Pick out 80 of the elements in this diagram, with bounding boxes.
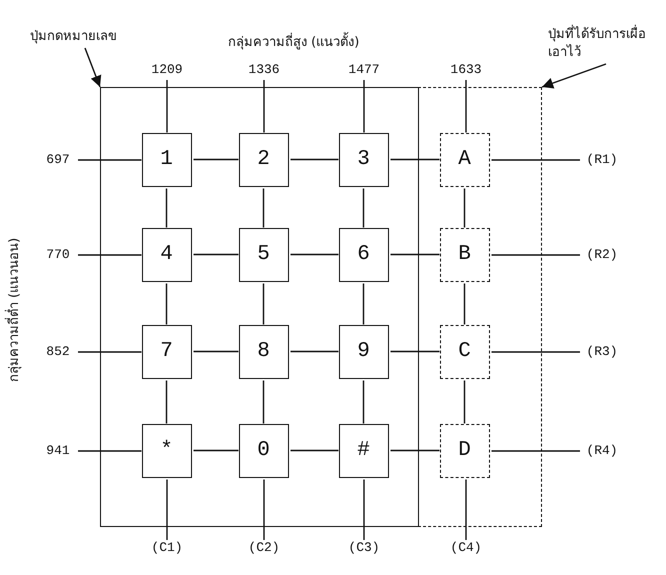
keypad-frame (100, 87, 419, 527)
reserved-key: A (440, 132, 490, 186)
frequency-label: 697 (40, 152, 76, 168)
connector-line (362, 284, 364, 324)
connector-line (290, 158, 338, 160)
connector-line (166, 188, 168, 228)
connector-line (492, 254, 580, 256)
connector-line (263, 480, 265, 540)
connector-line (390, 254, 440, 256)
leader-arrow (84, 48, 102, 88)
keypad-key: 3 (338, 132, 388, 186)
frequency-label: 1633 (444, 62, 488, 78)
connector-line (362, 188, 364, 228)
connector-line (492, 450, 580, 452)
connector-line (362, 380, 364, 424)
connector-line (465, 80, 467, 132)
reserved-key: C (440, 324, 490, 378)
line-label: (R1) (580, 152, 624, 168)
reserved-keys-frame (418, 87, 542, 527)
leader-arrow (542, 63, 606, 88)
connector-line (78, 450, 142, 452)
callout-text: ปุ่มที่ได้รับการเผื่อเอาไว้ (548, 26, 664, 62)
connector-line (194, 158, 238, 160)
axis-heading: กลุ่มความถี่ต่ำ (แนวนอน) (6, 238, 24, 382)
connector-line (492, 159, 580, 161)
connector-line (290, 450, 338, 452)
connector-line (464, 188, 466, 228)
connector-line (464, 380, 466, 424)
keypad-key: 1 (142, 132, 192, 186)
connector-line (290, 350, 338, 352)
connector-line (78, 159, 142, 161)
connector-line (290, 254, 338, 256)
connector-line (263, 80, 265, 132)
keypad-key: 6 (338, 228, 388, 282)
connector-line (166, 284, 168, 324)
axis-heading: กลุ่มความถี่สูง (แนวตั้ง) (228, 34, 360, 52)
keypad-key: * (142, 424, 192, 478)
connector-line (194, 450, 238, 452)
frequency-label: 1477 (342, 62, 386, 78)
keypad-key: 7 (142, 324, 192, 378)
connector-line (78, 254, 142, 256)
connector-line (166, 480, 168, 540)
connector-line (492, 351, 580, 353)
keypad-key: # (338, 424, 388, 478)
reserved-key: B (440, 228, 490, 282)
frequency-label: 770 (40, 247, 76, 263)
keypad-key: 8 (238, 324, 288, 378)
connector-line (262, 284, 264, 324)
connector-line (363, 80, 365, 132)
connector-line (465, 480, 467, 540)
line-label: (C3) (342, 540, 386, 556)
frequency-label: 852 (40, 344, 76, 360)
connector-line (262, 380, 264, 424)
connector-line (166, 380, 168, 424)
line-label: (C4) (444, 540, 488, 556)
connector-line (262, 188, 264, 228)
frequency-label: 1336 (242, 62, 286, 78)
frequency-label: 1209 (145, 62, 189, 78)
line-label: (C1) (145, 540, 189, 556)
callout-text: ปุ่มกดหมายเลข (30, 28, 140, 46)
connector-line (464, 284, 466, 324)
keypad-key: 4 (142, 228, 192, 282)
line-label: (R2) (580, 247, 624, 263)
connector-line (363, 480, 365, 540)
frequency-label: 941 (40, 443, 76, 459)
keypad-key: 2 (238, 132, 288, 186)
keypad-key: 0 (238, 424, 288, 478)
line-label: (C2) (242, 540, 286, 556)
connector-line (390, 158, 440, 160)
keypad-key: 5 (238, 228, 288, 282)
connector-line (390, 350, 440, 352)
connector-line (194, 350, 238, 352)
connector-line (166, 80, 168, 132)
line-label: (R4) (580, 443, 624, 459)
connector-line (194, 254, 238, 256)
keypad-key: 9 (338, 324, 388, 378)
connector-line (78, 351, 142, 353)
line-label: (R3) (580, 344, 624, 360)
connector-line (390, 450, 440, 452)
reserved-key: D (440, 424, 490, 478)
